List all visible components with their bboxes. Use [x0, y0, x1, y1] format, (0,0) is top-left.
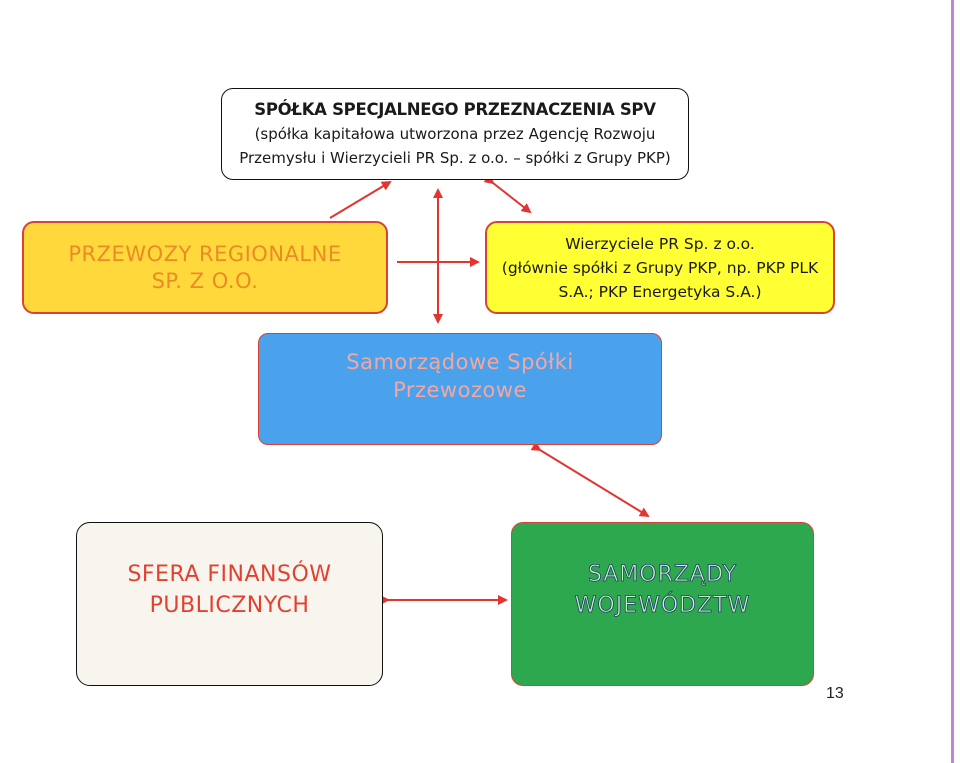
- przewozy-label-line1: PRZEWOZY REGIONALNE: [68, 241, 342, 266]
- spv-title: SPÓŁKA SPECJALNEGO PRZEZNACZENIA SPV: [254, 100, 656, 119]
- sfera-label-line2: PUBLICZNYCH: [149, 593, 310, 618]
- arrow-przewozy-to-spv: [329, 180, 392, 219]
- arrow-spv-to-wierzyciele: [483, 174, 532, 214]
- wierzyciele-box: Wierzyciele PR Sp. z o.o. (głównie spółk…: [485, 221, 835, 314]
- sfera-finansow-box: SFERA FINANSÓW PUBLICZNYCH: [76, 522, 383, 686]
- spv-description-line1: (spółka kapitałowa utworzona przez Agenc…: [254, 125, 656, 143]
- page-edge-line: [951, 0, 954, 763]
- wierzyciele-line1: Wierzyciele PR Sp. z o.o.: [565, 234, 755, 253]
- page-number: 13: [826, 685, 844, 702]
- przewozy-regionalne-box: PRZEWOZY REGIONALNE SP. Z O.O.: [22, 221, 388, 314]
- samorzady-label-line1: SAMORZĄDY: [587, 562, 738, 588]
- spolki-label-line1: Samorządowe Spółki: [346, 350, 574, 374]
- arrow-spolki-to-samorzady: [530, 441, 650, 518]
- spv-description-line2: Przemysłu i Wierzycieli PR Sp. z o.o. – …: [239, 149, 671, 167]
- samorzady-wojewodztw-box: SAMORZĄDY WOJEWÓDZTW: [511, 522, 814, 686]
- samorzadowe-spolki-box: Samorządowe Spółki Przewozowe: [258, 333, 662, 445]
- spolki-label-line2: Przewozowe: [393, 378, 527, 402]
- samorzady-label-line2: WOJEWÓDZTW: [574, 593, 751, 619]
- spv-box: SPÓŁKA SPECJALNEGO PRZEZNACZENIA SPV (sp…: [221, 88, 689, 180]
- wierzyciele-line3: S.A.; PKP Energetyka S.A.): [558, 282, 762, 301]
- sfera-label-line1: SFERA FINANSÓW: [127, 562, 332, 587]
- przewozy-label-line2: SP. Z O.O.: [151, 268, 259, 293]
- wierzyciele-line2: (głównie spółki z Grupy PKP, np. PKP PLK: [501, 258, 819, 277]
